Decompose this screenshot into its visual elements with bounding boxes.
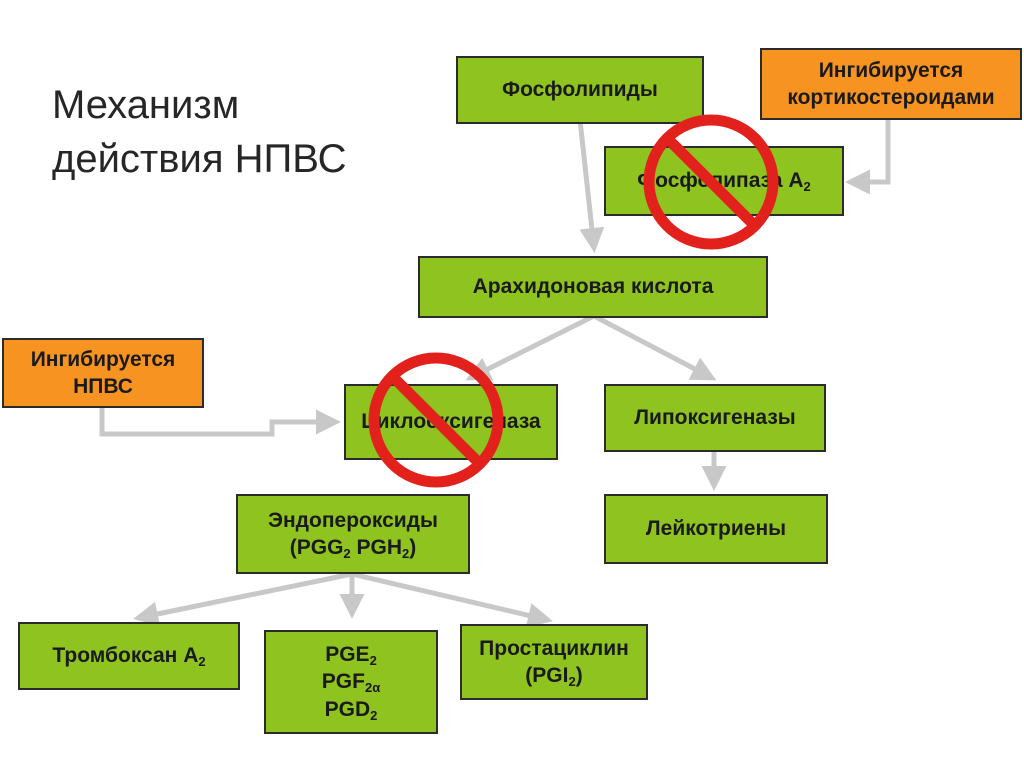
node-inhibited-by-nsaid: Ингибируется НПВС — [2, 338, 204, 408]
pge-label: PGE2 — [325, 643, 377, 669]
cortico-line-1: Ингибируется — [818, 58, 964, 82]
arrow-nsaid-to-cyclooxygenase — [99, 408, 341, 437]
slide-title: Механизм действия НПВС — [52, 78, 347, 186]
arrow-arachidonic-to-cyclooxygenase — [465, 313, 596, 381]
thromboxane-label: Тромбоксан А2 — [52, 644, 206, 670]
leukotrienes-label: Лейкотриены — [645, 517, 787, 541]
arachidonic-label: Арахидоновая кислота — [472, 275, 714, 299]
node-endoperoxides: Эндопероксиды (PGG2 PGH2) — [236, 494, 470, 574]
arrow-arachidonic-to-lipoxygenases — [592, 313, 717, 381]
cortico-line-2: кортикостероидами — [787, 86, 995, 109]
endoperoxides-line-2: (PGG2 PGH2) — [289, 536, 417, 561]
prohibition-sign-icon — [643, 114, 779, 250]
arrow-phospholipids-to-arachidonic — [577, 119, 605, 253]
pgf-label: PGF2α — [321, 670, 381, 696]
endoperoxides-line-1: Эндопероксиды — [268, 508, 438, 532]
nsaid-line-1: Ингибируется — [30, 347, 176, 371]
title-line-1: Механизм — [52, 83, 240, 127]
node-leukotrienes: Лейкотриены — [604, 494, 828, 564]
node-lipoxygenases: Липоксигеназы — [604, 384, 826, 452]
arrow-endo-to-prostacyclin — [351, 571, 553, 628]
node-thromboxane-a2: Тромбоксан А2 — [18, 622, 240, 690]
node-phospholipids: Фосфолипиды — [456, 56, 704, 124]
phospholipase-label: Фосфолипаза А2 — [637, 169, 811, 195]
title-line-2: действия НПВС — [52, 137, 347, 181]
node-prostacyclin: Простациклин (PGI2) — [460, 624, 648, 700]
arrow-endo-to-thromboxane — [133, 571, 353, 627]
nsaid-line-2: НПВС — [73, 375, 133, 398]
node-inhibited-by-corticosteroids: Ингибируется кортикостероидами — [760, 48, 1022, 120]
prohibition-sign-icon — [368, 352, 504, 488]
arrow-cortico-to-phospholipase — [845, 120, 891, 195]
lipoxygenases-label: Липоксигеназы — [634, 406, 796, 430]
node-arachidonic-acid: Арахидоновая кислота — [418, 256, 768, 318]
phospholipids-label: Фосфолипиды — [502, 78, 658, 102]
prostacyclin-line-2: (PGI2) — [525, 664, 583, 689]
pgd-label: PGD2 — [324, 697, 378, 723]
node-prostaglandins: PGE2 PGF2α PGD2 — [264, 630, 438, 734]
prostacyclin-line-1: Простациклин — [479, 636, 629, 660]
